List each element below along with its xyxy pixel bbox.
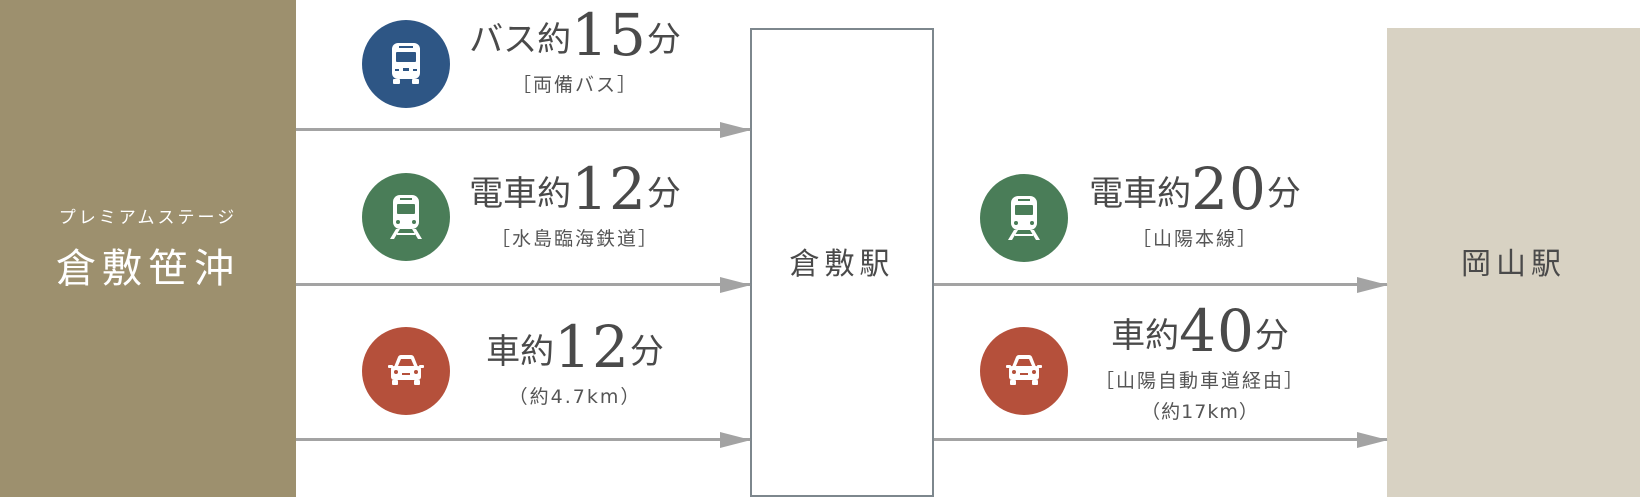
route-train-hub-minutes: 12 — [571, 155, 647, 223]
route-bus-detail: ［両備バス］ — [511, 74, 638, 96]
route-car-dest-unit: 分 — [1254, 316, 1289, 356]
route-train-hub-unit: 分 — [646, 174, 681, 214]
route-bus-unit: 分 — [646, 20, 681, 60]
route-car-hub-prefix: 車約 — [486, 332, 555, 372]
arrow-bus-to-hub — [296, 128, 750, 131]
train-icon — [980, 174, 1068, 262]
route-train-dest-prefix: 電車約 — [1089, 174, 1192, 214]
origin-box: プレミアムステージ 倉敷笹沖 — [0, 0, 296, 497]
origin-name: 倉敷笹沖 — [56, 246, 240, 292]
hub-station-box: 倉敷駅 — [750, 28, 934, 497]
route-train-hub-label: 電車約12分 ［水島臨海鉄道］ — [455, 160, 695, 251]
hub-station-name: 倉敷駅 — [789, 246, 895, 282]
route-train-hub-detail: ［水島臨海鉄道］ — [490, 228, 659, 250]
route-bus-label: バス約15分 ［両備バス］ — [460, 6, 690, 97]
route-car-dest-distance: （約17km） — [1141, 401, 1259, 423]
arrow-train-to-destination — [934, 283, 1387, 286]
destination-station-name: 岡山駅 — [1461, 246, 1566, 282]
route-train-dest-label: 電車約20分 ［山陽本線］ — [1075, 160, 1315, 251]
route-car-hub-label: 車約12分 （約4.7km） — [470, 318, 680, 409]
route-train-dest-unit: 分 — [1266, 174, 1301, 214]
route-train-hub-prefix: 電車約 — [469, 174, 572, 214]
train-icon — [362, 173, 450, 261]
route-car-hub-minutes: 12 — [554, 313, 630, 381]
destination-station-box: 岡山駅 — [1387, 28, 1640, 497]
car-icon — [362, 327, 450, 415]
route-car-dest-detail: ［山陽自動車道経由］ — [1094, 370, 1305, 392]
route-bus-prefix: バス約 — [469, 20, 572, 60]
route-car-dest-prefix: 車約 — [1111, 316, 1180, 356]
bus-icon — [362, 20, 450, 108]
route-car-hub-detail: （約4.7km） — [508, 386, 642, 408]
route-car-dest-label: 車約40分 ［山陽自動車道経由］ （約17km） — [1080, 302, 1320, 424]
arrow-car-to-destination — [934, 438, 1387, 441]
route-car-hub-unit: 分 — [629, 332, 664, 372]
origin-subtitle: プレミアムステージ — [58, 208, 238, 228]
route-train-dest-minutes: 20 — [1191, 155, 1267, 223]
route-bus-minutes: 15 — [571, 1, 647, 69]
car-icon — [980, 327, 1068, 415]
route-car-dest-minutes: 40 — [1179, 297, 1255, 365]
route-train-dest-detail: ［山陽本線］ — [1131, 228, 1258, 250]
arrow-train-to-hub — [296, 283, 750, 286]
arrow-car-to-hub — [296, 438, 750, 441]
